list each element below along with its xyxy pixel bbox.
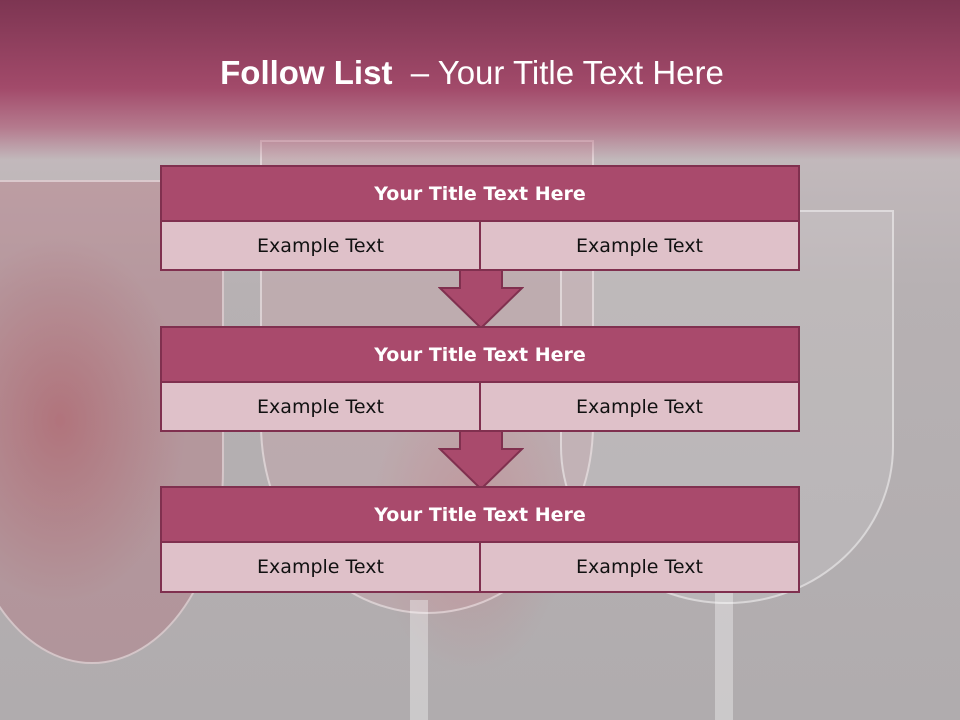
step-row: Example Text Example Text [160, 222, 800, 271]
down-arrow-icon [438, 270, 524, 328]
step-box-3: Your Title Text Here Example Text Exampl… [160, 486, 800, 593]
step-title: Your Title Text Here [160, 326, 800, 383]
step-box-1: Your Title Text Here Example Text Exampl… [160, 165, 800, 271]
step-cell-right: Example Text [481, 543, 800, 593]
step-cell-right: Example Text [481, 383, 800, 432]
down-arrow-icon [438, 431, 524, 489]
slide-title-bold: Follow List [220, 54, 393, 91]
slide-title-rest: – Your Title Text Here [392, 54, 724, 91]
slide-title: Follow List – Your Title Text Here [0, 54, 944, 92]
step-cell-left: Example Text [160, 543, 481, 593]
step-box-2: Your Title Text Here Example Text Exampl… [160, 326, 800, 432]
step-cell-left: Example Text [160, 222, 481, 271]
step-title: Your Title Text Here [160, 486, 800, 543]
slide-header [0, 0, 960, 160]
glass-stem-right [715, 590, 733, 720]
step-cell-right: Example Text [481, 222, 800, 271]
step-row: Example Text Example Text [160, 383, 800, 432]
step-title: Your Title Text Here [160, 165, 800, 222]
glass-stem-center [410, 600, 428, 720]
step-row: Example Text Example Text [160, 543, 800, 593]
step-cell-left: Example Text [160, 383, 481, 432]
